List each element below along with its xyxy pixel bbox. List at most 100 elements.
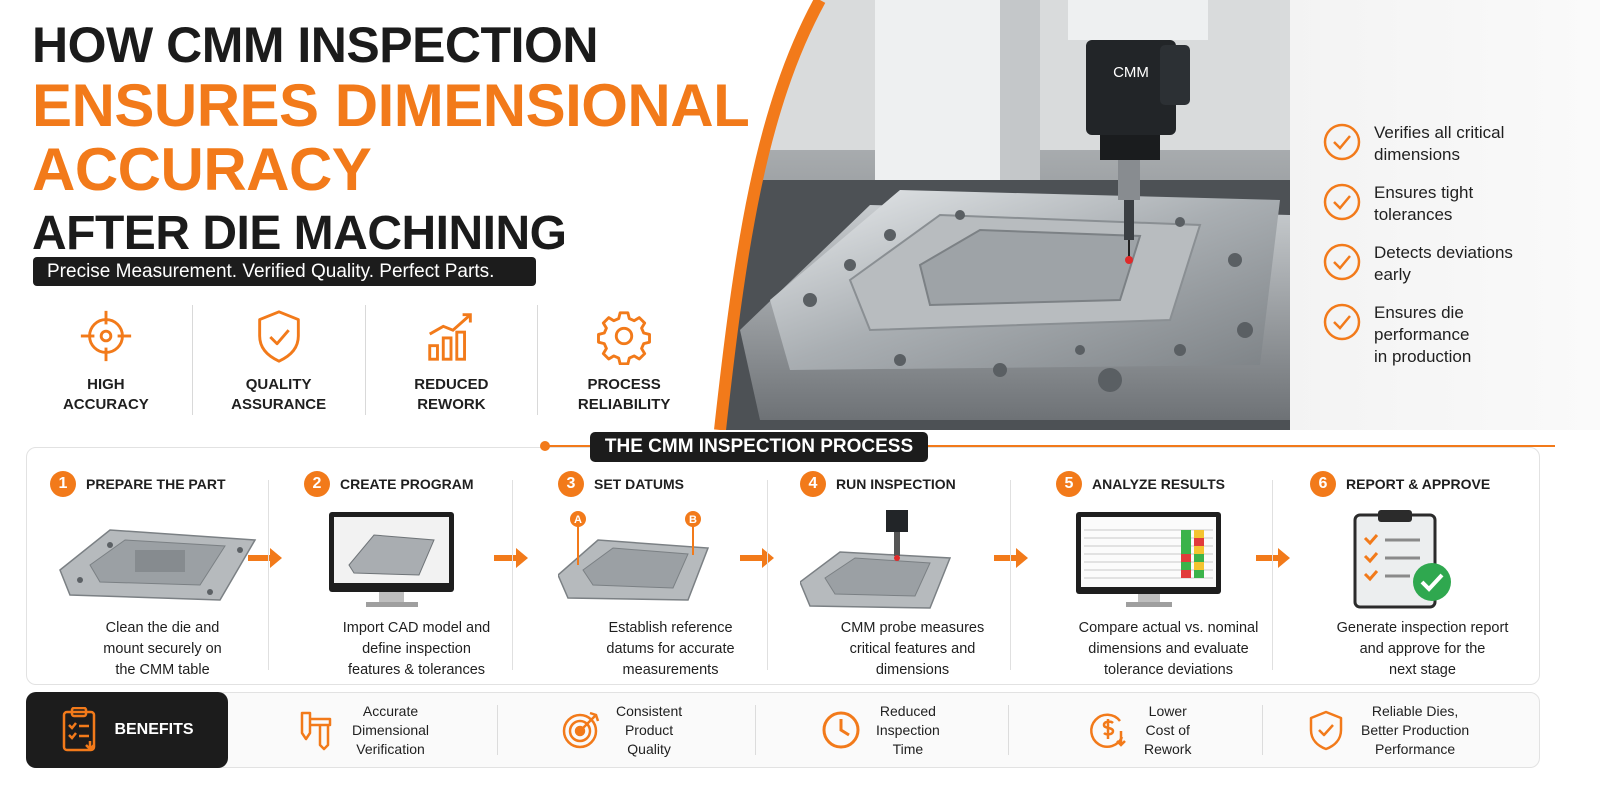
step-separator: [1272, 480, 1273, 670]
step-title: REPORT & APPROVE: [1346, 476, 1491, 492]
step-separator: [767, 480, 768, 670]
caliper-icon: [300, 711, 332, 751]
feature-label: QUALITY ASSURANCE: [231, 376, 327, 413]
benefits-row: [26, 692, 1540, 768]
hero-right-panel: [1290, 0, 1600, 430]
benefit-text: Lower Cost of Rework: [1144, 702, 1192, 757]
arrow-right-icon: [740, 548, 774, 568]
feature-label: PROCESS RELIABILITY: [577, 376, 671, 413]
step-number: 2: [304, 471, 330, 497]
step-separator: [1010, 480, 1011, 670]
step-title: PREPARE THE PART: [86, 476, 226, 492]
die-part-icon: [50, 510, 275, 610]
benefit-separator: [1008, 705, 1009, 755]
title-line-3: ACCURACY: [32, 136, 372, 203]
benefits-label: BENEFITS: [26, 692, 228, 768]
step-description: Establish reference datums for accurate …: [606, 620, 735, 678]
process-step-5: 5 ANALYZE RESULTS Compare actual vs. nomi…: [1056, 468, 1281, 678]
checklist-text: Ensures tight tolerances: [1374, 183, 1474, 224]
step-description: Clean the die and mount securely on the …: [103, 620, 222, 678]
check-circle-icon: [1323, 123, 1361, 161]
gear-icon: [597, 311, 652, 365]
datum-part-icon: A B: [558, 510, 783, 610]
datum-a-label: A: [574, 514, 582, 526]
process-divider-line: [545, 445, 1555, 447]
title-line-4: AFTER DIE MACHINING: [32, 207, 567, 260]
feature-label: HIGH ACCURACY: [62, 376, 149, 413]
page-title: HOW CMM INSPECTION ENSURES DIMENSIONAL A…: [32, 17, 750, 260]
crosshair-icon: [80, 310, 132, 362]
step-description: Import CAD model and define inspection f…: [342, 620, 491, 678]
benefit-text: Accurate Dimensional Verification: [352, 702, 430, 757]
checklist-text: Verifies all critical dimensions: [1374, 123, 1505, 164]
arrow-right-icon: [1256, 548, 1290, 568]
benefit-item: Consistent Product Quality: [560, 700, 682, 760]
step-title: ANALYZE RESULTS: [1092, 476, 1226, 492]
cmm-machine-photo: CMM: [700, 0, 1300, 430]
process-step-2: 2 CREATE PROGRAM Import CAD model and def…: [304, 468, 529, 678]
feature-label: REDUCED REWORK: [414, 376, 489, 413]
benefit-item: Reliable Dies, Better Production Perform…: [1305, 700, 1469, 760]
step-description: Compare actual vs. nominal dimensions an…: [1078, 620, 1259, 678]
feature-row: HIGH ACCURACY QUALITY ASSURANCE REDUCED …: [20, 305, 710, 415]
hero-section: CMM: [700, 0, 1600, 430]
growth-chart-icon: [428, 313, 473, 361]
checklist-item: Ensures die performance in production: [1322, 302, 1592, 368]
checklist-text: Detects deviations early: [1374, 243, 1513, 284]
benefit-checklist: Verifies all critical dimensions Ensures…: [1322, 122, 1592, 384]
benefit-item: Lower Cost of Rework: [1088, 700, 1191, 760]
clipboard-check-icon: [1310, 510, 1535, 610]
step-title: RUN INSPECTION: [836, 476, 956, 492]
checklist-text: Ensures die performance in production: [1374, 303, 1472, 366]
cost-down-icon: [1090, 713, 1126, 748]
target-icon: [562, 711, 600, 749]
process-step-1: 1 PREPARE THE PART Clean the die and moun…: [50, 468, 275, 678]
arrow-right-icon: [248, 548, 282, 568]
check-circle-icon: [1323, 243, 1361, 281]
step-title: SET DATUMS: [594, 476, 684, 492]
process-divider-dot: [540, 441, 550, 451]
checklist-item: Ensures tight tolerances: [1322, 182, 1592, 226]
check-circle-icon: [1323, 183, 1361, 221]
feature-reduced-rework: REDUCED REWORK: [366, 305, 539, 415]
step-description: Generate inspection report and approve f…: [1336, 620, 1509, 678]
benefits-title: BENEFITS: [114, 721, 194, 738]
clipboard-list-icon: [63, 707, 96, 752]
results-monitor-icon: [1056, 510, 1281, 610]
benefit-separator: [755, 705, 756, 755]
step-separator: [268, 480, 269, 670]
step-number: 3: [558, 471, 584, 497]
datum-b-label: B: [689, 514, 697, 526]
step-separator: [512, 480, 513, 670]
benefit-separator: [497, 705, 498, 755]
process-panel: [26, 447, 1540, 685]
benefit-text: Consistent Product Quality: [616, 702, 683, 757]
step-description: CMM probe measures critical features and…: [840, 620, 985, 678]
step-number: 4: [800, 471, 826, 497]
step-number: 6: [1310, 471, 1336, 497]
process-step-3: 3 SET DATUMS A B Establish reference datu…: [558, 468, 783, 678]
feature-process-reliability: PROCESS RELIABILITY: [538, 305, 710, 415]
step-number: 1: [50, 471, 76, 497]
clock-icon: [822, 711, 860, 749]
checklist-item: Detects deviations early: [1322, 242, 1592, 286]
shield-check-icon: [1309, 710, 1343, 751]
tagline-banner: Precise Measurement. Verified Quality. P…: [33, 257, 536, 286]
step-number: 5: [1056, 471, 1082, 497]
process-title: THE CMM INSPECTION PROCESS: [590, 432, 928, 462]
arrow-right-icon: [494, 548, 528, 568]
benefit-text: Reduced Inspection Time: [876, 702, 940, 757]
arrow-right-icon: [994, 548, 1028, 568]
step-title: CREATE PROGRAM: [340, 476, 474, 492]
process-step-6: 6 REPORT & APPROVE Generate inspection re…: [1310, 468, 1535, 678]
title-line-2: ENSURES DIMENSIONAL: [32, 72, 750, 139]
benefit-separator: [1262, 705, 1263, 755]
benefit-item: Reduced Inspection Time: [820, 700, 940, 760]
monitor-cad-icon: [304, 510, 529, 610]
title-line-1: HOW CMM INSPECTION: [32, 17, 598, 73]
feature-high-accuracy: HIGH ACCURACY: [20, 305, 193, 415]
checklist-item: Verifies all critical dimensions: [1322, 122, 1592, 166]
process-step-4: 4 RUN INSPECTION CMM probe measures criti…: [800, 468, 1025, 678]
cmm-probe-label: CMM: [1113, 64, 1149, 81]
feature-quality-assurance: QUALITY ASSURANCE: [193, 305, 366, 415]
